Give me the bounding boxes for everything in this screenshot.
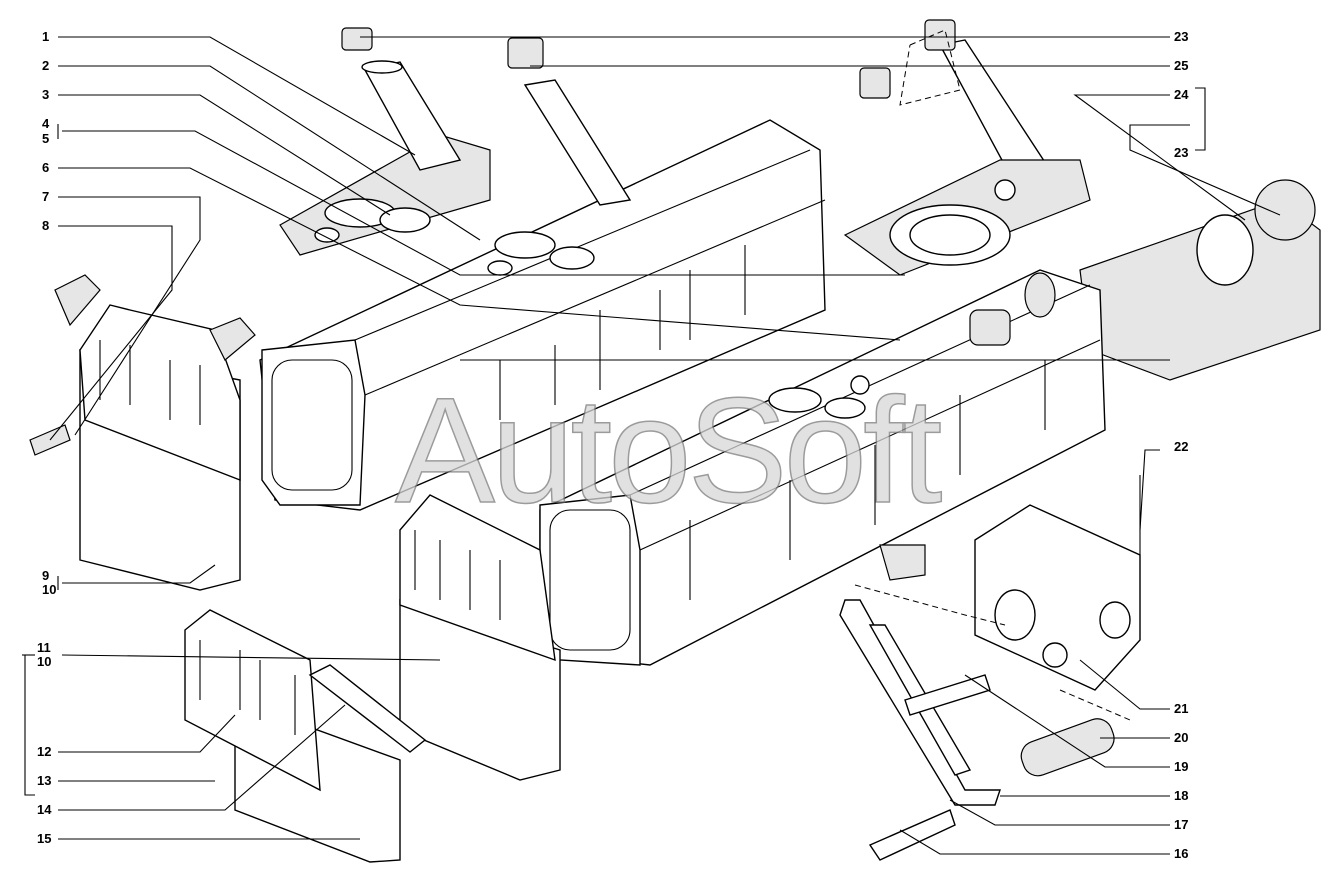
callout-18: 18	[1174, 788, 1189, 803]
callout-3: 3	[42, 87, 50, 102]
callout-19: 19	[1174, 759, 1189, 774]
callout-13: 13	[37, 773, 52, 788]
callout-7: 7	[42, 189, 50, 204]
fuel-tank-lower	[539, 269, 1106, 666]
callout-14: 14	[37, 802, 52, 817]
callout-25: 25	[1174, 58, 1189, 73]
callout-8: 8	[42, 218, 50, 233]
callout-23b: 23	[1174, 145, 1189, 160]
callout-1: 1	[42, 29, 50, 44]
callout-23: 23	[1174, 29, 1189, 44]
callout-9: 9	[42, 568, 50, 583]
watermark: AutoSoft	[394, 366, 943, 534]
callout-16: 16	[1174, 846, 1189, 861]
callout-2: 2	[42, 58, 50, 73]
callout-20: 20	[1174, 730, 1189, 745]
callout-11: 11	[37, 640, 51, 655]
callout-10: 10	[42, 582, 57, 597]
callout-6: 6	[42, 160, 50, 175]
callout-24: 24	[1174, 87, 1189, 102]
fuel-tank-upper	[259, 119, 826, 511]
callout-5: 5	[42, 131, 50, 146]
leader-lines	[22, 36, 1281, 855]
callout-10b: 10	[37, 654, 52, 669]
callout-15: 15	[37, 831, 52, 846]
callout-4: 4	[42, 116, 50, 131]
callout-17: 17	[1174, 817, 1189, 832]
mudflaps	[29, 274, 561, 863]
mounting-bracket	[839, 475, 1141, 861]
filler-pipes	[341, 19, 1052, 206]
callout-21: 21	[1174, 701, 1189, 716]
callout-12: 12	[37, 744, 52, 759]
fuel-tank-right	[843, 159, 1321, 381]
callout-22: 22	[1174, 439, 1189, 454]
